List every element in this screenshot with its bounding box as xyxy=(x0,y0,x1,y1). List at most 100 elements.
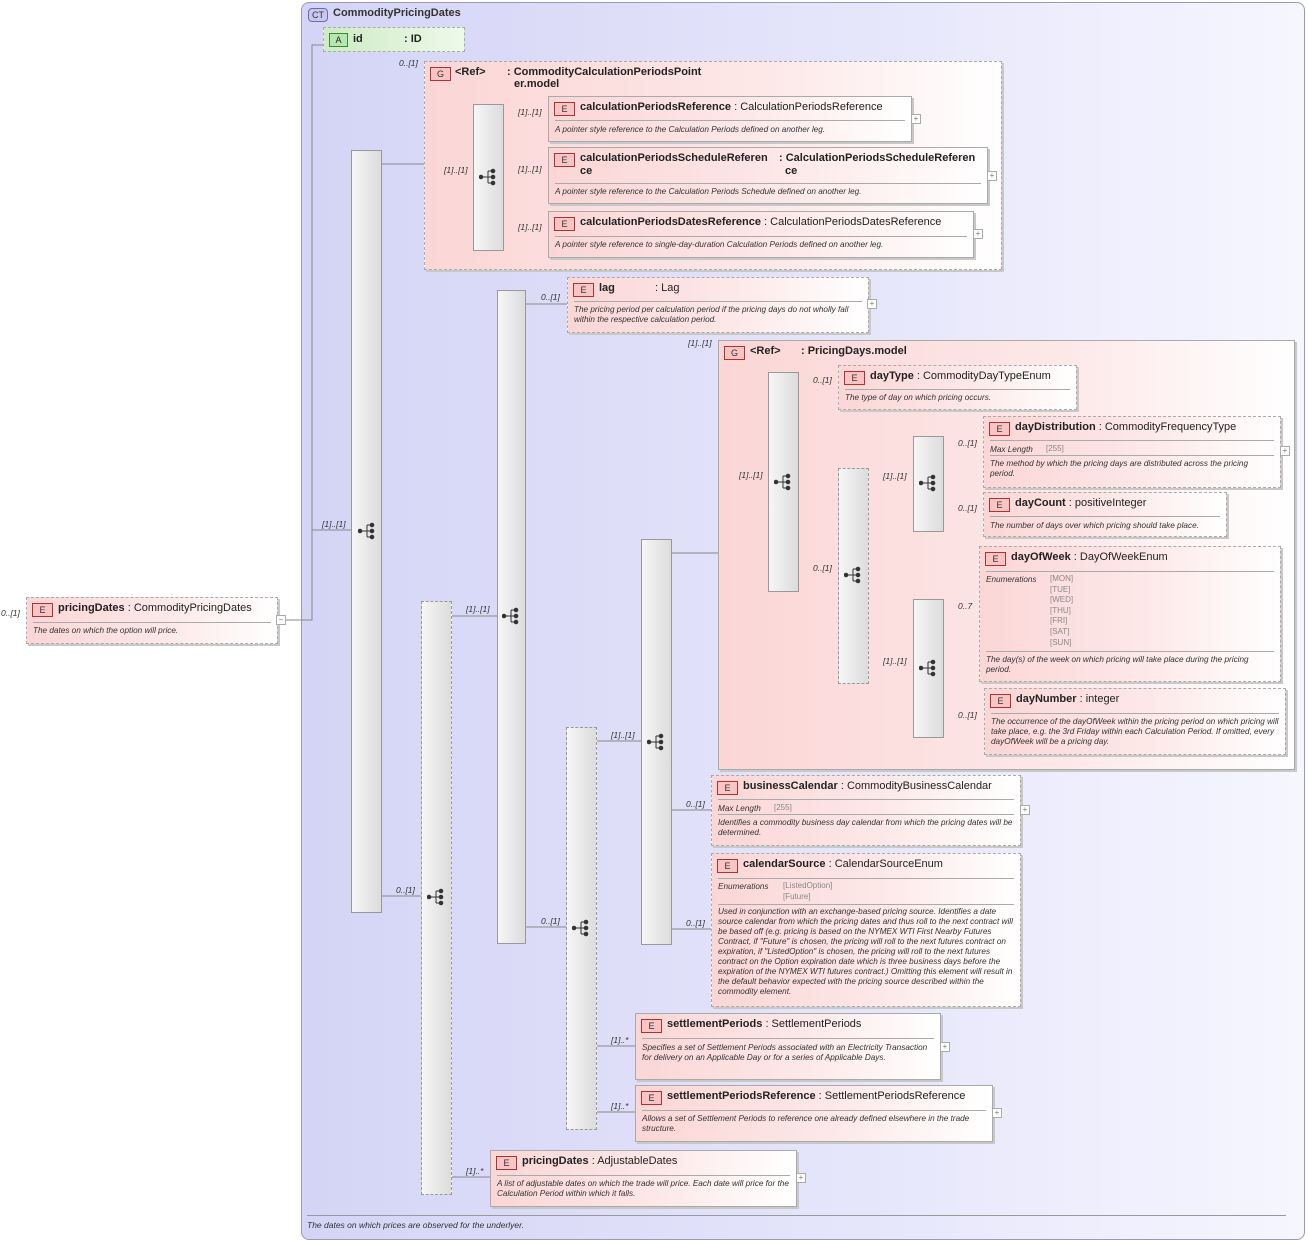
root-element-name: pricingDates : CommodityPricingDates xyxy=(58,602,252,614)
attribute-type: : ID xyxy=(404,33,422,45)
root-element-doc: The dates on which the option will price… xyxy=(33,626,179,635)
separator xyxy=(33,622,271,623)
element-pricing-dates-adjustable[interactable]: E pricingDates : AdjustableDates A list … xyxy=(490,1150,797,1207)
cardinality-label: 0..[1] xyxy=(686,918,705,928)
element-badge: E xyxy=(989,422,1010,436)
separator xyxy=(718,814,1014,815)
element-doc: The day(s) of the week on which pricing … xyxy=(986,655,1249,674)
element-day-number[interactable]: E dayNumber : integer The occurrence of … xyxy=(984,688,1286,755)
element-doc: A list of adjustable dates on which the … xyxy=(497,1179,789,1198)
element-settlement-periods[interactable]: E settlementPeriods : SettlementPeriods … xyxy=(635,1013,941,1080)
element-name: dayType : CommodityDayTypeEnum xyxy=(870,370,1051,382)
enum-value: [THU] xyxy=(1050,605,1071,615)
element-calendar-source[interactable]: E calendarSource : CalendarSourceEnum En… xyxy=(711,853,1021,1007)
expand-toggle[interactable]: + xyxy=(911,114,921,124)
enum-value: [ListedOption] xyxy=(783,881,833,890)
group-badge: G xyxy=(724,346,745,360)
expand-toggle[interactable]: + xyxy=(1280,446,1290,456)
cardinality-label: [1]..[1] xyxy=(444,165,468,175)
expand-toggle[interactable]: + xyxy=(796,1173,806,1183)
facet-value: [255] xyxy=(1046,444,1064,453)
element-badge: E xyxy=(989,498,1010,512)
separator xyxy=(990,516,1220,517)
attribute-name: id xyxy=(353,33,363,45)
element-day-type[interactable]: E dayType : CommodityDayTypeEnum The typ… xyxy=(838,365,1077,410)
element-day-count[interactable]: E dayCount : positiveInteger The number … xyxy=(983,492,1227,537)
expand-toggle[interactable]: + xyxy=(987,171,997,181)
cardinality-label: 0..[1] xyxy=(541,292,560,302)
sequence-icon xyxy=(774,473,791,491)
enum-value: [FRI] xyxy=(1050,616,1068,626)
element-doc: A pointer style reference to the Calcula… xyxy=(555,187,862,196)
expand-toggle[interactable]: + xyxy=(867,299,877,309)
element-name: dayNumber : integer xyxy=(1016,693,1120,705)
complex-type-badge: CT xyxy=(308,8,328,22)
element-doc: A pointer style reference to single-day-… xyxy=(555,240,884,249)
separator xyxy=(555,236,967,237)
enum-value: [TUE] xyxy=(1050,584,1071,594)
group-badge: G xyxy=(430,67,451,81)
cardinality-label: [1]..[1] xyxy=(739,470,763,480)
element-name: calculationPeriodsDatesReference : Calcu… xyxy=(580,216,942,228)
choice-icon xyxy=(427,888,444,906)
enum-value: [SAT] xyxy=(1050,626,1070,636)
element-calculation-periods-reference[interactable]: E calculationPeriodsReference : Calculat… xyxy=(548,96,912,142)
enum-value: [Future] xyxy=(783,891,811,901)
complex-type-doc: The dates on which prices are observed f… xyxy=(307,1215,1286,1230)
separator xyxy=(718,799,1014,800)
cardinality-label: [1]..* xyxy=(611,1101,629,1111)
element-type: : Lag xyxy=(655,282,680,294)
element-calculation-periods-dates-reference[interactable]: E calculationPeriodsDatesReference : Cal… xyxy=(548,211,974,258)
element-badge: E xyxy=(641,1019,662,1033)
element-lag[interactable]: E lag : Lag The pricing period per calcu… xyxy=(567,277,869,333)
element-day-distribution[interactable]: E dayDistribution : CommodityFrequencyTy… xyxy=(983,416,1281,488)
cardinality-label: 0..[1] xyxy=(541,916,560,926)
collapse-toggle[interactable]: − xyxy=(276,615,286,625)
cardinality-label: 0..7 xyxy=(958,601,973,611)
separator xyxy=(555,183,981,184)
element-doc: The number of days over which pricing sh… xyxy=(990,521,1199,530)
element-badge: E xyxy=(717,859,738,873)
element-badge: E xyxy=(554,217,575,231)
separator xyxy=(986,571,1274,572)
separator xyxy=(718,904,1014,905)
facet-label: Enumerations xyxy=(718,882,769,891)
separator xyxy=(986,651,1274,652)
element-doc: The occurrence of the dayOfWeek within t… xyxy=(991,717,1279,746)
element-business-calendar[interactable]: E businessCalendar : CommodityBusinessCa… xyxy=(711,775,1021,846)
element-doc: A pointer style reference to the Calcula… xyxy=(555,125,826,134)
element-settlement-periods-reference[interactable]: E settlementPeriodsReference : Settlemen… xyxy=(635,1085,993,1142)
element-day-of-week[interactable]: E dayOfWeek : DayOfWeekEnum Enumerations… xyxy=(979,546,1281,682)
enumeration-list: [ListedOption] [Future] xyxy=(783,881,832,902)
expand-toggle[interactable]: + xyxy=(973,229,983,239)
element-badge: E xyxy=(990,694,1011,708)
element-name: pricingDates : AdjustableDates xyxy=(522,1155,678,1167)
root-element-pricing-dates[interactable]: E pricingDates : CommodityPricingDates T… xyxy=(26,597,278,644)
expand-toggle[interactable]: + xyxy=(940,1042,950,1052)
cardinality-label: [1]..* xyxy=(611,1035,629,1045)
cardinality-label: [1]..[1] xyxy=(883,471,907,481)
element-name: dayOfWeek : DayOfWeekEnum xyxy=(1011,551,1168,563)
inner-choice-compositor[interactable] xyxy=(566,727,597,1130)
enum-value: [WED] xyxy=(1050,595,1074,605)
cardinality-label: [1]..[1] xyxy=(322,519,346,529)
element-name: settlementPeriods : SettlementPeriods xyxy=(667,1018,862,1030)
attribute-id[interactable]: A id : ID xyxy=(323,27,465,52)
element-doc: Allows a set of Settlement Periods to re… xyxy=(642,1114,970,1133)
element-name: dayCount : positiveInteger xyxy=(1015,497,1147,509)
cardinality-label: 0..[1] xyxy=(958,503,977,513)
cardinality-label: [1]..[1] xyxy=(518,222,542,232)
facet-label: Max Length xyxy=(718,804,761,813)
cardinality-label: [1]..[1] xyxy=(688,338,712,348)
expand-toggle[interactable]: + xyxy=(992,1108,1002,1118)
sequence-icon xyxy=(502,607,519,625)
element-doc: The method by which the pricing days are… xyxy=(990,459,1249,478)
element-badge: E xyxy=(554,102,575,116)
separator xyxy=(497,1175,790,1176)
expand-toggle[interactable]: + xyxy=(1020,805,1030,815)
group-ref-label: <Ref> xyxy=(750,345,781,357)
main-sequence-compositor[interactable] xyxy=(351,150,382,913)
cardinality-label: 0..[1] xyxy=(396,885,415,895)
